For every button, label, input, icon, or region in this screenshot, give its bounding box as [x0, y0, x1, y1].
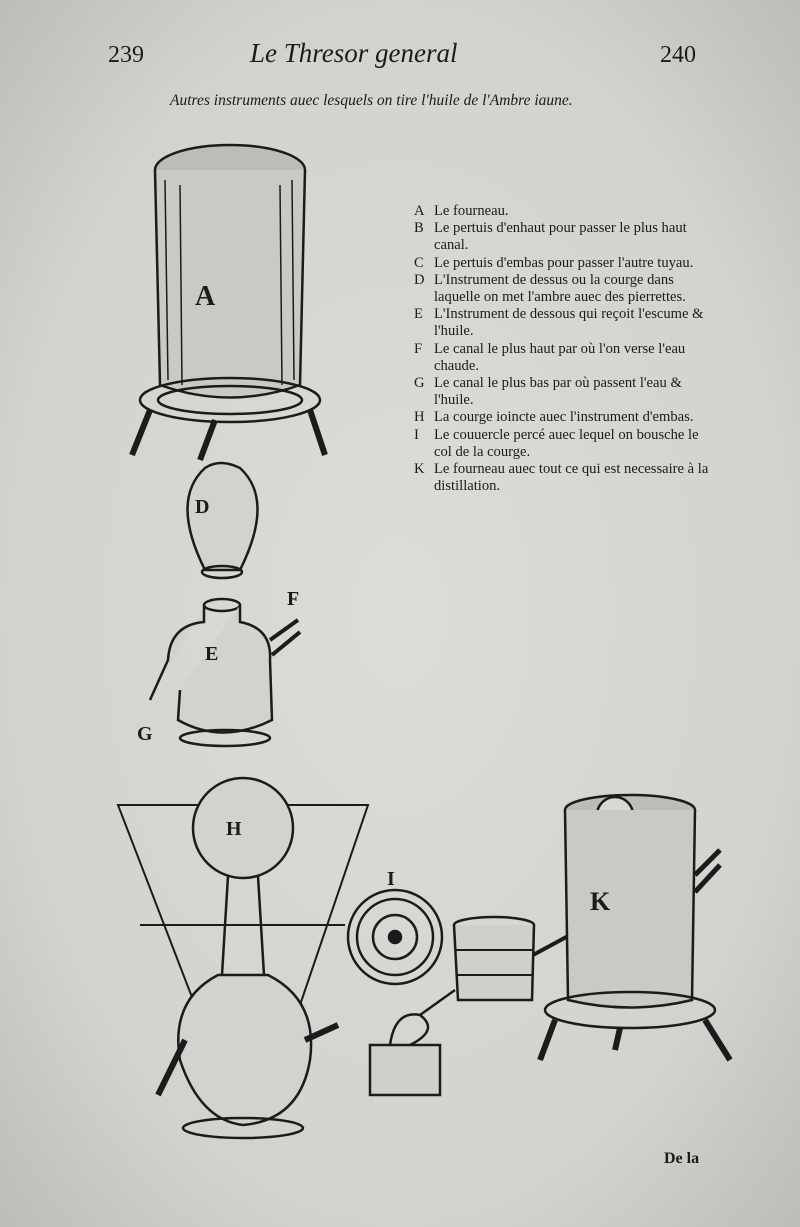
legend-entry: H La courge ioincte auec l'instrument d'e… — [414, 409, 714, 426]
legend-entry: C Le pertuis d'embas pour passer l'autre … — [414, 255, 714, 272]
legend-text: Le canal le plus haut par où l'on verse … — [434, 340, 686, 374]
legend-key: K — [414, 461, 425, 478]
legend-text: L'Instrument de dessous qui reçoit l'esc… — [434, 306, 704, 340]
vessel-e-figure: E F G — [137, 588, 302, 748]
label-d: D — [195, 496, 209, 518]
legend-entry: D L'Instrument de dessus ou la courge dan… — [414, 272, 714, 306]
legend-entry: G Le canal le plus bas par où passent l'e… — [414, 375, 714, 409]
page-number-left: 239 — [108, 42, 144, 68]
legend-key: H — [414, 409, 425, 426]
legend-text: Le pertuis d'embas pour passer l'autre t… — [434, 254, 694, 271]
label-f: F — [287, 588, 299, 610]
running-title: Le Thresor general — [250, 38, 458, 68]
legend-text: Le pertuis d'enhaut pour passer le plus … — [434, 220, 687, 254]
legend-key: G — [414, 375, 425, 392]
label-k: K — [590, 887, 611, 916]
legend-key: E — [414, 306, 423, 323]
figure-caption: Autres instruments auec lesquels on tire… — [170, 92, 573, 109]
legend-text: Le fourneau auec tout ce qui est necessa… — [434, 461, 709, 495]
label-a: A — [195, 281, 216, 312]
legend-key: F — [414, 340, 423, 357]
legend-entry: E L'Instrument de dessous qui reçoit l'es… — [414, 306, 714, 340]
legend-entry: I Le couuercle percé auec lequel on bousc… — [414, 427, 714, 461]
label-i: I — [387, 868, 395, 890]
page-number-right: 240 — [660, 42, 696, 68]
apparatus-h-figure: H — [116, 776, 370, 1140]
legend-text: Le couuercle percé auec lequel on bousch… — [434, 426, 699, 460]
label-e: E — [205, 643, 218, 665]
lid-i-figure: I — [346, 868, 444, 986]
furnace-k-figure: K — [537, 793, 733, 1062]
legend-key: C — [414, 254, 424, 271]
legend-entry: F Le canal le plus haut par où l'on verse… — [414, 341, 714, 375]
legend-key: D — [414, 271, 425, 288]
bucket-figure — [368, 915, 571, 1097]
legend-text: La courge ioincte auec l'instrument d'em… — [434, 409, 694, 426]
legend-text: Le canal le plus bas par où passent l'ea… — [434, 375, 682, 409]
legend-list: A Le fourneau. B Le pertuis d'enhaut pour … — [414, 203, 714, 495]
legend-entry: B Le pertuis d'enhaut pour passer le plus… — [414, 220, 714, 254]
label-h: H — [226, 818, 242, 840]
catchword: De la — [664, 1150, 700, 1167]
legend-text: L'Instrument de dessus ou la courge dans… — [434, 271, 686, 306]
legend-key: I — [414, 426, 419, 443]
legend-entry: K Le fourneau auec tout ce qui est necess… — [414, 461, 714, 495]
legend-key: A — [414, 203, 425, 219]
furnace-a-figure: A — [129, 143, 328, 462]
legend-entry: A Le fourneau. — [414, 203, 714, 220]
legend-text: Le fourneau. — [434, 203, 509, 219]
label-g: G — [137, 723, 153, 745]
flask-d-figure: D — [186, 461, 259, 580]
legend-key: B — [414, 220, 424, 237]
